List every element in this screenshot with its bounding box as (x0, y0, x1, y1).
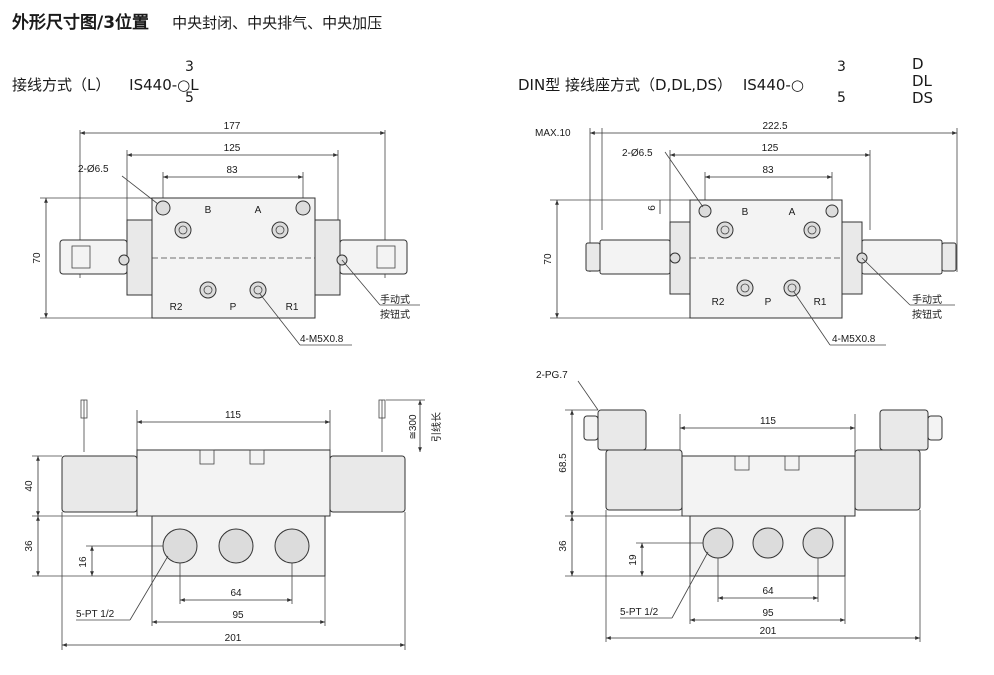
left-port-R1: R1 (286, 302, 299, 313)
right-model-line: DIN型 接线座方式（D,DL,DS） IS440-○ (518, 74, 804, 95)
left-model-suffix: 0-○L (162, 76, 199, 94)
left-model-line: 接线方式（L） IS440-○L (12, 74, 199, 95)
header: 外形尺寸图/3位置 中央封闭、中央排气、中央加压 (12, 8, 382, 33)
right-model-suffix: 0-○ (775, 76, 804, 94)
right-dim-6: 6 (647, 205, 658, 211)
right-side-din-a (597, 409, 647, 451)
left-dim-64: 64 (230, 588, 242, 599)
right-wiring-label: DIN型 接线座方式（D,DL,DS） (518, 76, 733, 94)
right-port-A: A (789, 207, 796, 218)
left-solenoid-a (59, 239, 128, 275)
left-solenoid-b (339, 239, 408, 275)
right-side-body (681, 455, 856, 517)
right-dim-115: 115 (760, 416, 776, 427)
left-dim-125: 125 (224, 143, 241, 154)
right-port-P: P (765, 297, 772, 308)
right-dim-19: 19 (628, 554, 639, 566)
right-dim-max: MAX.10 (535, 128, 571, 139)
left-model-top-digit: 3 (185, 59, 194, 75)
left-manual-label-2: 按钮式 (380, 308, 410, 321)
right-model-mid: 4 (766, 76, 776, 94)
right-model-top-digit: 3 (837, 59, 846, 75)
right-model-options: D DL DS (912, 56, 933, 107)
left-dim-201: 201 (225, 633, 242, 644)
right-hole-label: 2-Ø6.5 (622, 148, 653, 159)
option-DS: DS (912, 89, 934, 107)
right-dim-36: 36 (558, 540, 569, 552)
left-port-B: B (205, 205, 212, 216)
right-dim-64: 64 (762, 586, 774, 597)
left-model-mid: 4 (152, 76, 163, 94)
left-port-label: 5-PT 1/2 (76, 609, 115, 620)
right-dim-83: 83 (762, 165, 774, 176)
left-dim-16: 16 (78, 556, 89, 568)
left-hole-label: 2-Ø6.5 (78, 164, 109, 175)
right-dim-95: 95 (762, 608, 774, 619)
right-model-bottom-digit: 5 (837, 90, 846, 106)
left-top-view: 177 125 83 70 B A R2 P R1 (32, 121, 420, 346)
left-side-body (136, 449, 331, 517)
option-DL: DL (912, 72, 932, 90)
left-dim-95: 95 (232, 610, 244, 621)
right-top-view: MAX.10 222.5 125 83 70 6 B (535, 121, 958, 346)
page-subtitle: 中央封闭、中央排气、中央加压 (172, 14, 383, 32)
left-lead-length: ≅300 (408, 414, 419, 440)
right-port-R2: R2 (712, 297, 725, 308)
left-side-solenoid-a (61, 455, 138, 513)
left-wiring-label: 接线方式（L） (12, 76, 111, 94)
right-din-connector-b (861, 239, 943, 275)
left-dim-177: 177 (224, 121, 241, 132)
left-manual-label-1: 手动式 (380, 293, 410, 306)
right-port-label: 5-PT 1/2 (620, 607, 659, 618)
right-pg-label: 2-PG.7 (536, 370, 568, 381)
left-lead-label: 引线长 (430, 412, 443, 442)
right-dim-222-5: 222.5 (762, 121, 787, 132)
left-dim-83: 83 (226, 165, 238, 176)
right-model-prefix: IS4 (742, 76, 767, 94)
right-dim-125: 125 (762, 143, 779, 154)
left-dim-40: 40 (24, 480, 35, 492)
left-port-P: P (230, 302, 237, 313)
left-port-R2: R2 (170, 302, 183, 313)
right-manual-label-2: 按钮式 (912, 308, 942, 321)
right-side-view: 2-PG.7 115 68.5 36 19 64 (536, 370, 943, 642)
right-dim-70: 70 (543, 253, 554, 265)
right-din-connector-a (599, 239, 671, 275)
right-port-R1: R1 (814, 297, 827, 308)
left-dim-36: 36 (24, 540, 35, 552)
right-port-B: B (742, 207, 749, 218)
right-manual-label-1: 手动式 (912, 293, 942, 306)
left-dim-115: 115 (225, 410, 241, 421)
option-D: D (912, 55, 924, 73)
left-side-view: 115 ≅300 引线长 40 36 16 64 (24, 399, 443, 650)
page-title: 外形尺寸图/3位置 (12, 13, 150, 33)
left-model-prefix: IS4 (129, 76, 153, 94)
left-dim-70: 70 (32, 252, 43, 264)
right-dim-68-5: 68.5 (558, 453, 569, 473)
right-dim-201: 201 (760, 626, 777, 637)
right-thread-label: 4-M5X0.8 (832, 334, 876, 345)
left-thread-label: 4-M5X0.8 (300, 334, 344, 345)
right-side-din-b (879, 409, 929, 451)
left-model-bottom-digit: 5 (185, 90, 194, 106)
left-side-solenoid-b (329, 455, 406, 513)
left-port-A: A (255, 205, 262, 216)
